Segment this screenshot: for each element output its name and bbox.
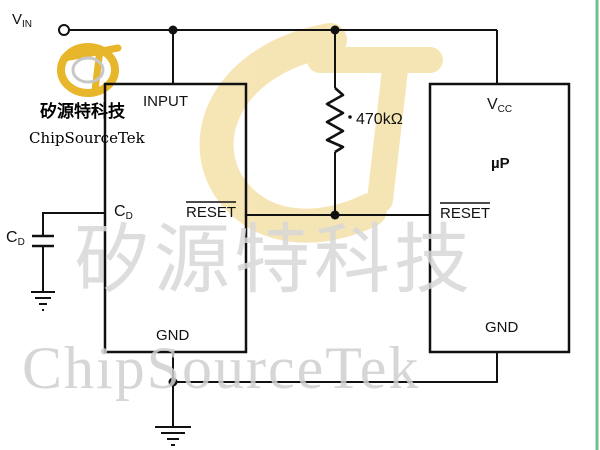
resistor-value-label: 470kΩ <box>356 111 403 128</box>
resistor-dot-marker <box>348 115 352 119</box>
junction-gnd <box>168 377 178 387</box>
vin-terminal <box>58 24 70 36</box>
cd-wire <box>42 212 105 236</box>
capacitor-cd <box>32 234 54 248</box>
logo-english: ChipSourceTek <box>29 129 145 147</box>
microprocessor-box <box>428 82 571 354</box>
reset-right-label: RESET <box>440 205 491 222</box>
junction-input <box>168 25 178 35</box>
ground-symbol-left <box>31 291 55 311</box>
resistor-470k <box>325 87 345 154</box>
vcc-label: VCC <box>487 96 513 115</box>
gnd-right-label: GND <box>485 319 519 336</box>
microprocessor-label: µP <box>491 155 510 172</box>
watermark-english: ChipSourceTek <box>22 335 421 401</box>
input-pin-label: INPUT <box>143 93 188 110</box>
junction-resistor-top <box>330 25 340 35</box>
reset-ic-box <box>103 82 248 354</box>
junctions <box>168 25 340 387</box>
cd-pin-label: CD <box>114 203 133 222</box>
junction-reset <box>330 210 340 220</box>
ground-symbol-bottom <box>155 426 191 446</box>
reset-left-label: RESET <box>186 204 237 221</box>
logo-mark-small <box>57 43 122 97</box>
gnd-left-label: GND <box>156 327 190 344</box>
vin-label: VIN <box>12 11 33 30</box>
watermark-chinese: 矽源特科技 <box>74 215 474 304</box>
logo-chinese: 矽源特科技 <box>40 102 125 122</box>
logo-mark-background <box>199 23 443 243</box>
gnd-right-wire <box>173 352 498 383</box>
cd-capacitor-label: CD <box>6 229 25 248</box>
